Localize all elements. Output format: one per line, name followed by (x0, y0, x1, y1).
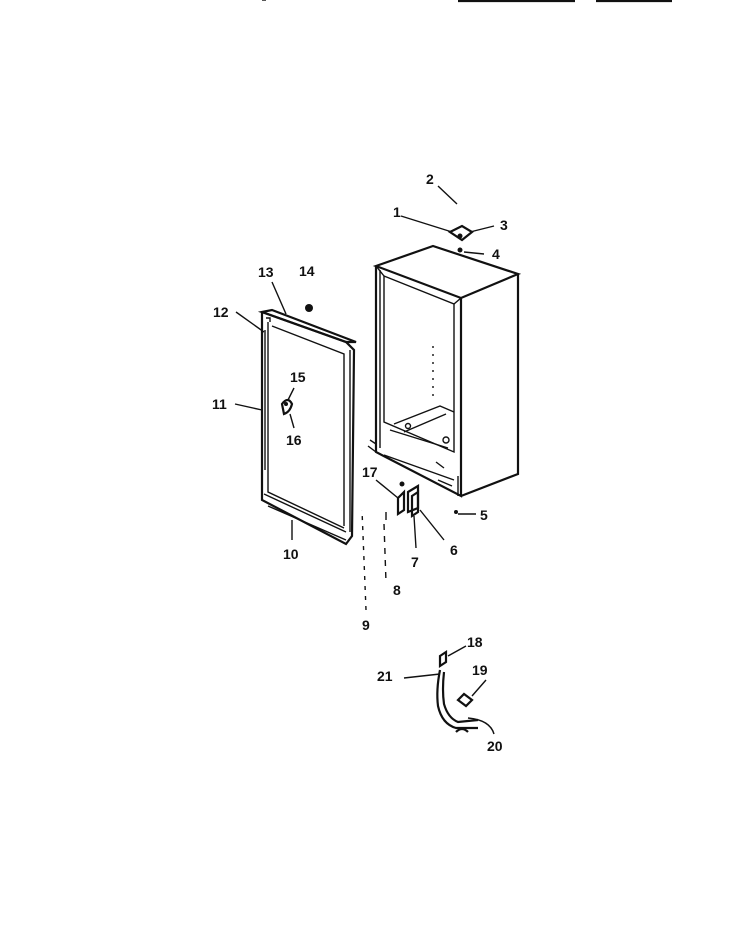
drain-tube-assembly (403, 645, 495, 735)
callout-6: 6 (450, 542, 458, 558)
callout-14: 14 (299, 263, 315, 279)
callout-3: 3 (500, 217, 508, 233)
callout-17: 17 (362, 464, 378, 480)
callout-4: 4 (492, 246, 500, 262)
callout-12: 12 (213, 304, 229, 320)
callout-7: 7 (411, 554, 419, 570)
callout-5: 5 (480, 507, 488, 523)
top-hinge-assembly (400, 185, 495, 255)
door (234, 281, 367, 611)
header-rules (262, 0, 672, 3)
callout-10: 10 (283, 546, 299, 562)
callout-8: 8 (393, 582, 401, 598)
callout-labels: 1 2 3 4 5 6 7 8 9 10 11 12 13 14 15 16 1… (212, 171, 508, 754)
callout-18: 18 (467, 634, 483, 650)
callout-15: 15 (290, 369, 306, 385)
callout-2: 2 (426, 171, 434, 187)
callout-21: 21 (377, 668, 393, 684)
cabinet (367, 244, 522, 498)
callout-20: 20 (487, 738, 503, 754)
callout-1: 1 (393, 204, 401, 220)
callout-19: 19 (472, 662, 488, 678)
bottom-hinge-assembly (375, 479, 476, 583)
callout-16: 16 (286, 432, 302, 448)
callout-9: 9 (362, 617, 370, 633)
callout-13: 13 (258, 264, 274, 280)
callout-11: 11 (212, 396, 227, 412)
